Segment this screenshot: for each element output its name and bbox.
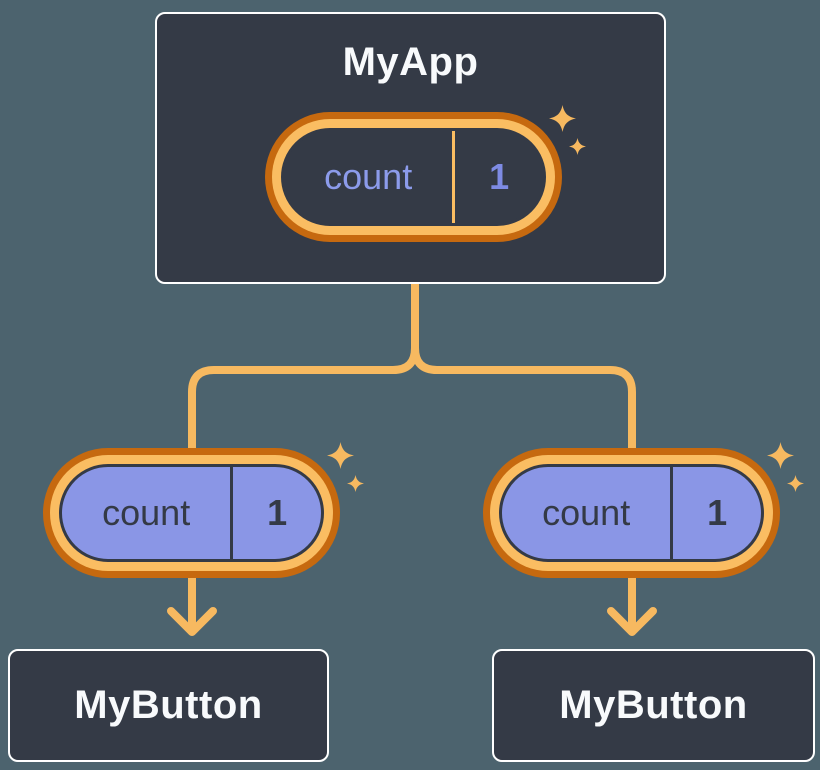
prop-pill-ring: count 1 [490,455,773,571]
prop-pill-right: count 1 [483,448,780,578]
pill-divider [670,467,674,559]
prop-name: count [102,492,191,533]
sparkle-icon [767,442,804,492]
prop-name: count [542,492,631,533]
component-label: MyButton [559,683,748,727]
state-value: 1 [489,156,510,197]
component-card-mybutton-right: MyButton [492,649,815,762]
prop-value: 1 [707,492,728,533]
state-name: count [324,156,413,197]
pill-divider [230,467,234,559]
prop-pill-left: count 1 [43,448,340,578]
sparkle-icon [549,105,586,155]
prop-value: 1 [267,492,288,533]
state-pill-root: count 1 [265,112,562,242]
prop-pill-ring: count 1 [50,455,333,571]
component-label: MyButton [74,683,263,727]
sparkle-icon [327,442,364,492]
component-label: MyApp [342,40,479,84]
component-card-mybutton-left: MyButton [8,649,329,762]
state-pill-ring: count 1 [272,119,555,235]
pill-divider [452,131,456,223]
